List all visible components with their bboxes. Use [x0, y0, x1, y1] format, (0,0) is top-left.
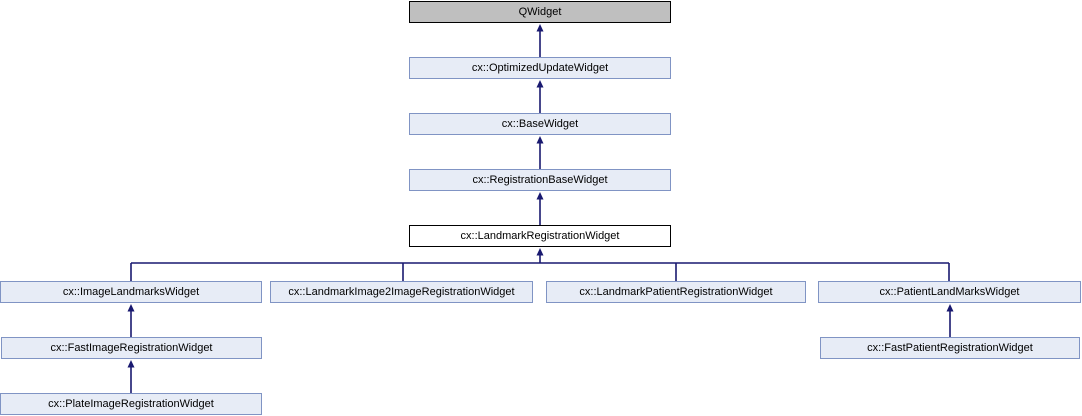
- class-node-patient-landmarks-widget[interactable]: cx::PatientLandMarksWidget: [818, 281, 1081, 303]
- class-node-landmark-patient-registration-widget[interactable]: cx::LandmarkPatientRegistrationWidget: [546, 281, 806, 303]
- edge-basewidget-to-optimizedupdatewidget: [536, 80, 544, 113]
- class-node-fast-patient-registration-widget[interactable]: cx::FastPatientRegistrationWidget: [820, 337, 1080, 359]
- class-node-landmark-registration-widget[interactable]: cx::LandmarkRegistrationWidget: [409, 225, 671, 247]
- edge-landmarkregistrationwidget-to-registrationbasewidget: [536, 192, 544, 225]
- class-node-plate-image-registration-widget[interactable]: cx::PlateImageRegistrationWidget: [0, 393, 262, 415]
- class-node-image-landmarks-widget[interactable]: cx::ImageLandmarksWidget: [0, 281, 262, 303]
- edge-fastimageregistrationwidget-to-imagelandmarkswidget: [127, 304, 135, 337]
- class-node-landmark-image2image-registration-widget[interactable]: cx::LandmarkImage2ImageRegistrationWidge…: [270, 281, 533, 303]
- edge-registrationbasewidget-to-basewidget: [536, 136, 544, 169]
- edge-plateimageregistrationwidget-to-fastimageregistrationwidget: [127, 360, 135, 393]
- edge-children-bus-to-landmarkregistrationwidget: [130, 248, 950, 281]
- class-node-qwidget[interactable]: QWidget: [409, 1, 671, 23]
- class-node-optimized-update-widget[interactable]: cx::OptimizedUpdateWidget: [409, 57, 671, 79]
- edge-fastpatientregistrationwidget-to-patientlandmarkswidget: [946, 304, 954, 337]
- class-node-registration-base-widget[interactable]: cx::RegistrationBaseWidget: [409, 169, 671, 191]
- class-node-fast-image-registration-widget[interactable]: cx::FastImageRegistrationWidget: [1, 337, 262, 359]
- edge-optimizedupdatewidget-to-qwidget: [536, 24, 544, 57]
- class-node-base-widget[interactable]: cx::BaseWidget: [409, 113, 671, 135]
